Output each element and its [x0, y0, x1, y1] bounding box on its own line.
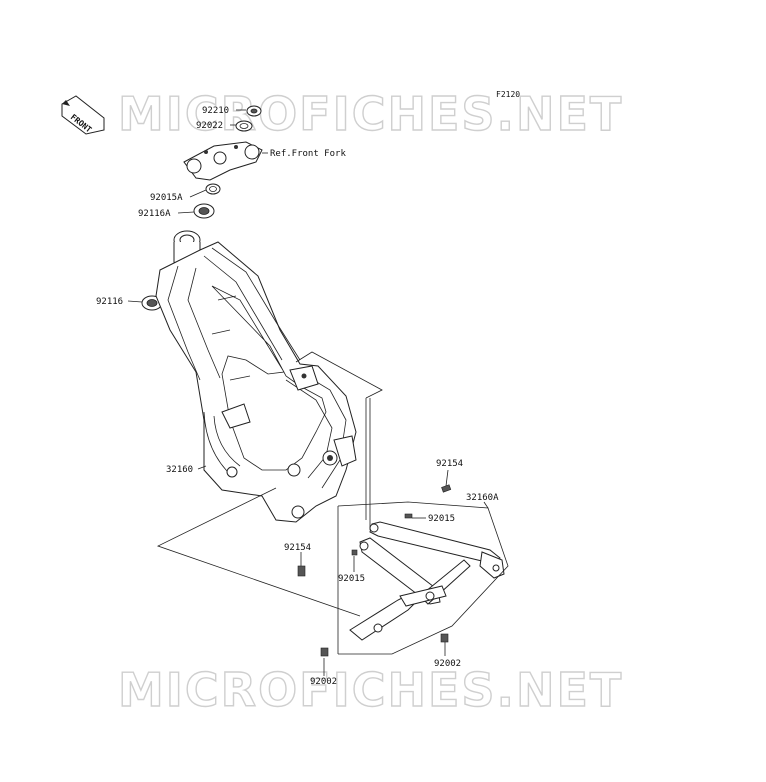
- figure-code: F2120: [496, 90, 520, 99]
- part-label-92022: 92022: [196, 121, 223, 131]
- part-label-92116A: 92116A: [138, 209, 171, 219]
- assembly-line-left: [156, 487, 361, 617]
- part-label-92116: 92116: [96, 297, 123, 307]
- watermark-bottom: MICROFICHES.NET: [118, 663, 623, 717]
- watermark-top: MICROFICHES.NET: [118, 87, 623, 141]
- subframe-reference-box: [337, 501, 509, 655]
- part-label-92210: 92210: [202, 106, 229, 116]
- reference-note: Ref.Front Fork: [270, 149, 346, 159]
- part-label-92015A: 92015A: [150, 193, 183, 203]
- part-label-92002-left: 92002: [310, 677, 337, 687]
- steering-parts: [141, 105, 263, 311]
- main-frame: [155, 230, 357, 523]
- part-label-92154-left: 92154: [284, 543, 311, 553]
- front-arrow-icon: FRONT: [61, 95, 105, 135]
- part-label-92002-right: 92002: [434, 659, 461, 669]
- leader-lines: [127, 109, 489, 676]
- part-label-92154-upper: 92154: [436, 459, 463, 469]
- sub-frame: [349, 521, 505, 641]
- bolt-icons: [297, 484, 452, 657]
- part-label-92015-left: 92015: [338, 574, 365, 584]
- frame-reference-box: [295, 351, 383, 399]
- part-label-32160: 32160: [166, 465, 193, 475]
- part-label-32160A: 32160A: [466, 493, 499, 503]
- part-label-92015-right: 92015: [428, 514, 455, 524]
